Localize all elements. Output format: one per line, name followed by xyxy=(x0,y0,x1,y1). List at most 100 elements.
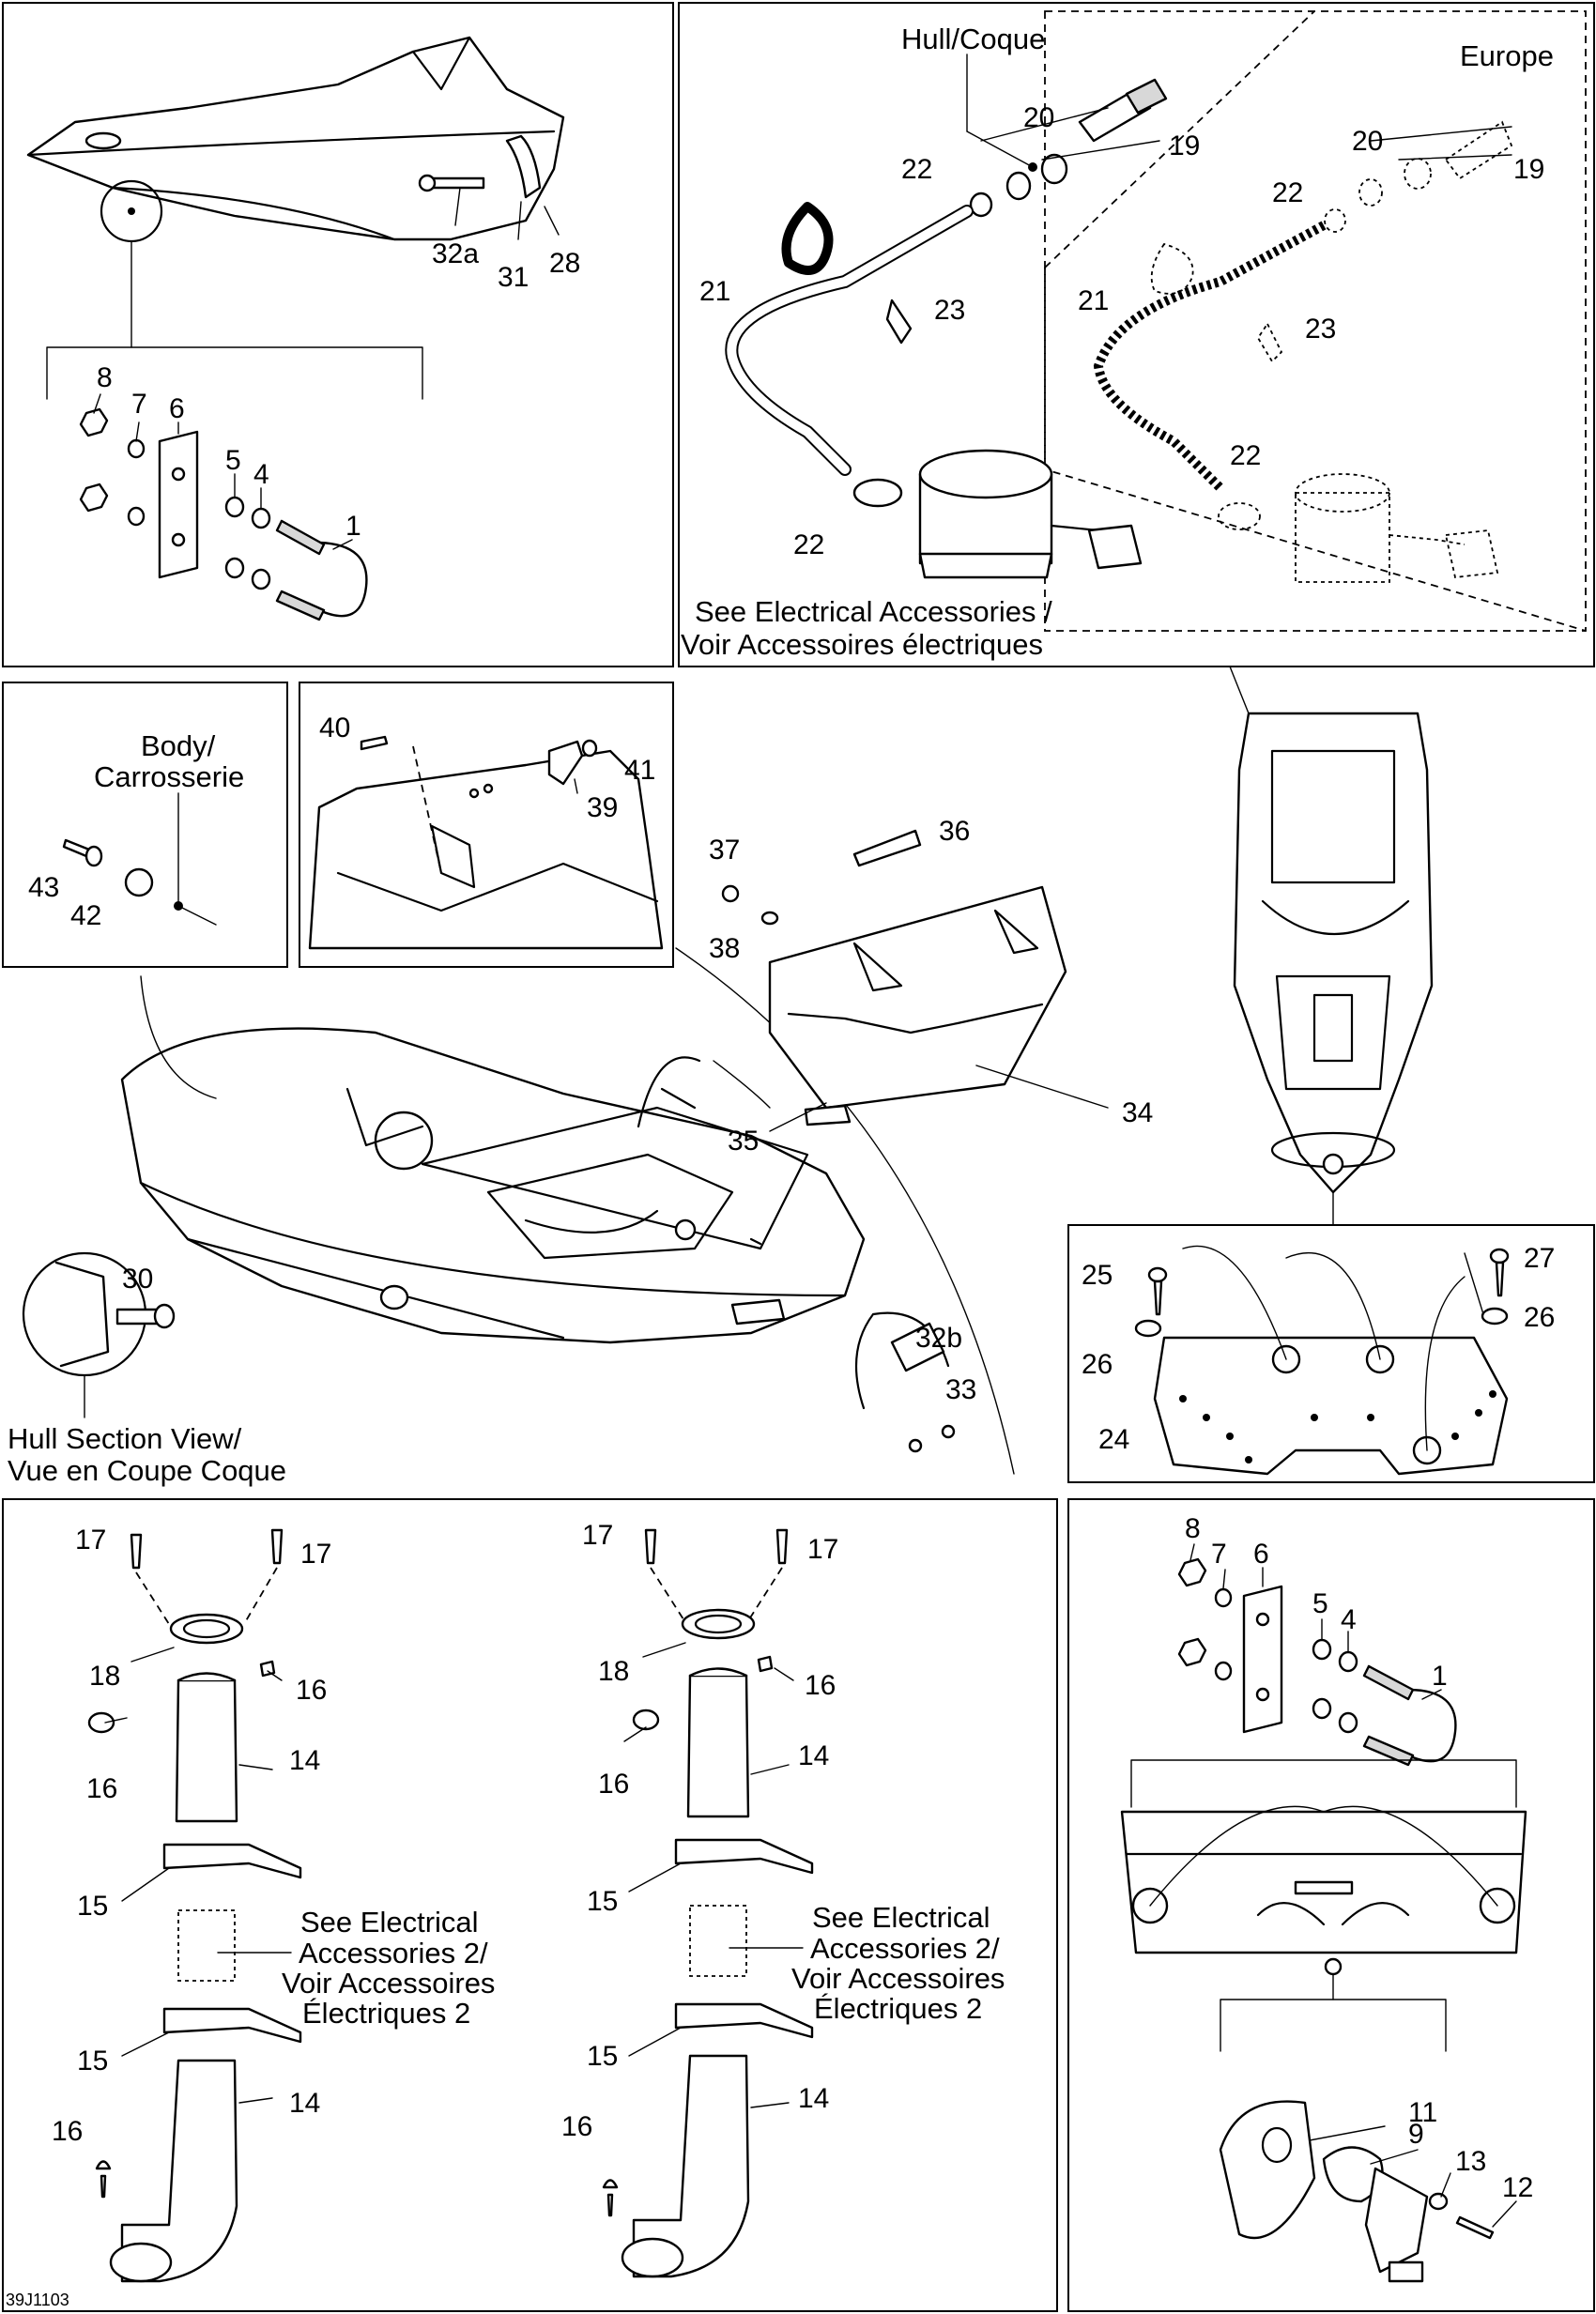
callout-16b: 16 xyxy=(86,1773,117,1804)
topdown-boat xyxy=(1233,712,1434,1194)
callout-20: 20 xyxy=(1023,102,1054,133)
hull-section-view xyxy=(22,1251,176,1377)
callout-40: 40 xyxy=(319,713,350,743)
callout-25: 25 xyxy=(1082,1260,1113,1291)
caption-see-electrical-2: Voir Accessoires électriques xyxy=(681,628,1043,661)
callout-23-eu: 23 xyxy=(1305,314,1336,345)
callout-4: 4 xyxy=(253,459,269,490)
callout-17d: 17 xyxy=(807,1534,838,1565)
callout-17b: 17 xyxy=(300,1539,331,1570)
panel-bow-eye xyxy=(2,2,674,667)
caption-left-3: Voir Accessoires xyxy=(282,1967,495,2000)
panel-seat-detail xyxy=(299,682,674,968)
step-fasteners xyxy=(1134,1248,1510,1338)
callout-15c: 15 xyxy=(587,1886,618,1917)
callout-22-eu-a: 22 xyxy=(1272,177,1303,208)
callout-5: 5 xyxy=(225,445,241,476)
vent-duct-left xyxy=(87,1528,302,2283)
reboarding-handle xyxy=(854,1311,956,1453)
callout-21a: 21 xyxy=(699,276,730,307)
callout-14b: 14 xyxy=(289,2088,320,2119)
europe-ghost-parts xyxy=(1093,120,1513,583)
callout-23a: 23 xyxy=(934,295,965,326)
callout-7-stern: 7 xyxy=(1211,1539,1227,1570)
caption-carrosserie: Carrosserie xyxy=(94,760,244,793)
callout-4-stern: 4 xyxy=(1341,1604,1357,1635)
callout-20-eu: 20 xyxy=(1352,126,1383,157)
caption-left-2: Accessories 2/ xyxy=(299,1937,488,1969)
callout-12: 12 xyxy=(1502,2172,1533,2203)
bow-eye-assembly xyxy=(79,407,368,621)
caption-see-electrical-1: See Electrical Accessories / xyxy=(695,595,1052,628)
callout-16e: 16 xyxy=(598,1769,629,1800)
callout-16f: 16 xyxy=(561,2111,592,2142)
callout-24: 24 xyxy=(1098,1424,1129,1455)
callout-1-stern: 1 xyxy=(1432,1661,1448,1692)
callout-14a: 14 xyxy=(289,1745,320,1776)
callout-7: 7 xyxy=(131,389,147,420)
callout-36: 36 xyxy=(939,816,970,847)
caption-left-4: Électriques 2 xyxy=(302,1997,470,2030)
callout-15b: 15 xyxy=(77,2046,108,2076)
figure-id: 39J1103 xyxy=(6,2291,69,2309)
caption-hull-section-2: Vue en Coupe Coque xyxy=(8,1454,286,1487)
callout-22-eu-b: 22 xyxy=(1230,440,1261,471)
caption-right-1: See Electrical xyxy=(812,1901,990,1934)
callout-26b: 26 xyxy=(1524,1302,1555,1333)
main-boat-drawing xyxy=(120,1027,866,1344)
drain-plug-assembly xyxy=(1219,2100,1495,2283)
callout-35: 35 xyxy=(728,1126,759,1157)
panel-body-detail xyxy=(2,682,288,968)
caption-left-1: See Electrical xyxy=(300,1906,479,1939)
callout-42: 42 xyxy=(70,900,101,931)
seat-tub xyxy=(308,749,664,950)
callout-13: 13 xyxy=(1455,2146,1486,2177)
callout-19-eu: 19 xyxy=(1513,154,1544,185)
callout-19: 19 xyxy=(1169,130,1200,161)
callout-14c: 14 xyxy=(798,1740,829,1771)
storage-tray xyxy=(721,829,1067,1126)
panel-vent-ducts xyxy=(2,1498,1058,2312)
callout-37: 37 xyxy=(709,835,740,866)
caption-right-2: Accessories 2/ xyxy=(810,1932,1000,1965)
callout-6-stern: 6 xyxy=(1253,1539,1269,1570)
callout-11: 11 xyxy=(1408,2097,1437,2128)
caption-right-4: Électriques 2 xyxy=(814,1992,982,2025)
bilge-hose xyxy=(725,202,974,476)
stern-eye-assembly xyxy=(1177,1557,1457,1767)
panel-bilge-pump xyxy=(678,2,1595,667)
callout-27: 27 xyxy=(1524,1243,1555,1274)
panel-stern-eye xyxy=(1067,1498,1595,2312)
callout-18a: 18 xyxy=(89,1661,120,1692)
callout-6: 6 xyxy=(169,393,185,424)
callout-8-stern: 8 xyxy=(1185,1513,1201,1544)
body-fastener xyxy=(62,838,154,897)
callout-15d: 15 xyxy=(587,2041,618,2072)
callout-1: 1 xyxy=(345,511,361,542)
seat-bracket xyxy=(360,735,598,786)
callout-31: 31 xyxy=(498,262,529,293)
callout-16a: 16 xyxy=(296,1675,327,1706)
callout-17c: 17 xyxy=(582,1520,613,1551)
callout-22b: 22 xyxy=(793,529,824,560)
callout-17a: 17 xyxy=(75,1525,106,1555)
caption-body: Body/ xyxy=(141,729,216,762)
caption-hull: Hull/Coque xyxy=(901,23,1045,55)
callout-8: 8 xyxy=(97,362,113,393)
callout-34: 34 xyxy=(1122,1097,1153,1128)
callout-5-stern: 5 xyxy=(1312,1588,1328,1619)
callout-39: 39 xyxy=(587,792,618,823)
caption-hull-section-1: Hull Section View/ xyxy=(8,1422,242,1455)
callout-16d: 16 xyxy=(805,1670,836,1701)
callout-38: 38 xyxy=(709,933,740,964)
callout-15a: 15 xyxy=(77,1891,108,1922)
callout-32a: 32a xyxy=(432,238,479,269)
stern-transom xyxy=(1120,1810,1527,1976)
callout-30: 30 xyxy=(122,1264,153,1295)
vent-duct-right xyxy=(602,1528,814,2278)
bilge-pump-body xyxy=(852,449,1143,579)
callout-32b: 32b xyxy=(915,1323,962,1354)
callout-14d: 14 xyxy=(798,2083,829,2114)
bilge-outlet-fitting xyxy=(969,78,1168,218)
